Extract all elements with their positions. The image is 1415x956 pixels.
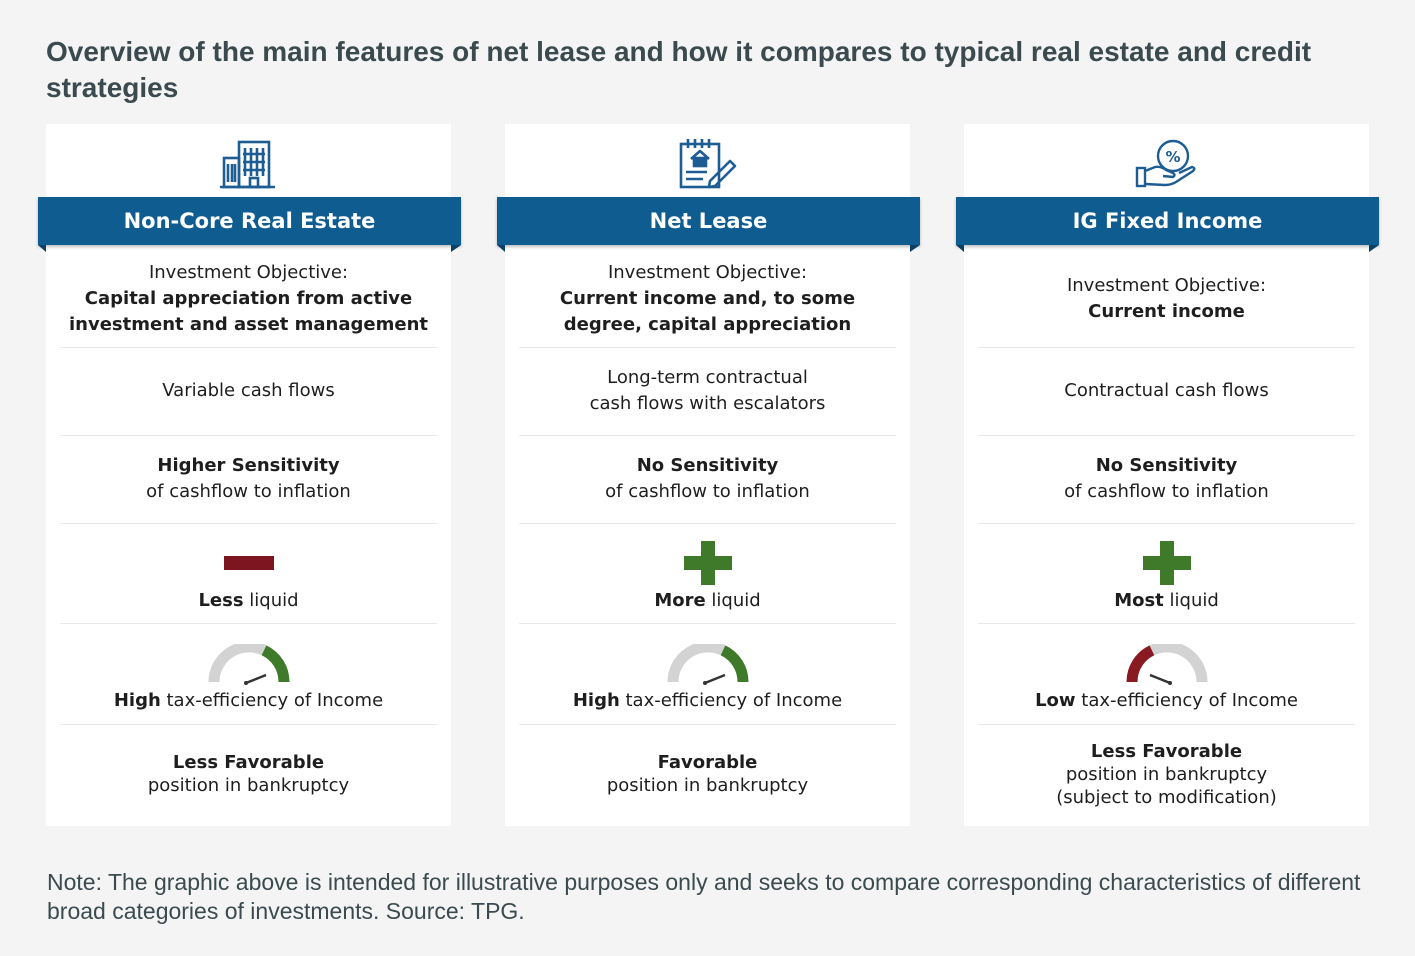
cashflow-line-2: cash flows with escalators	[589, 393, 826, 414]
row-divider	[60, 523, 437, 524]
svg-text:%: %	[1165, 148, 1180, 166]
objective-line-1: Capital appreciation from active	[84, 288, 413, 309]
column-header: IG Fixed Income	[956, 197, 1379, 252]
tax-level: High	[572, 690, 620, 711]
row-divider	[60, 347, 437, 348]
sensitivity-text: of cashflow to inflation	[1064, 481, 1269, 502]
page-title: Overview of the main features of net lea…	[46, 36, 1312, 103]
gauge-high-icon	[207, 644, 290, 685]
office-building-icon	[219, 140, 275, 189]
inflation-sensitivity: No Sensitivity of cashflow to inflation	[519, 436, 896, 522]
objective-label: Investment Objective:	[1066, 275, 1267, 296]
column-header: Net Lease	[497, 197, 920, 252]
row-divider	[978, 724, 1355, 725]
row-divider	[978, 435, 1355, 436]
liquidity-text: liquid	[711, 590, 761, 611]
investment-objective: Investment Objective: Capital appreciati…	[60, 252, 437, 346]
tax-text: tax-efficiency of Income	[1081, 690, 1298, 711]
liquidity-level: Most	[1114, 590, 1164, 611]
bankruptcy-level: Less Favorable	[172, 752, 325, 773]
liquidity-text: liquid	[1169, 590, 1219, 611]
row-divider	[978, 623, 1355, 624]
row-divider	[519, 435, 896, 436]
sensitivity-level: Higher Sensitivity	[157, 455, 340, 476]
sensitivity-text: of cashflow to inflation	[605, 481, 810, 502]
tax-text: tax-efficiency of Income	[625, 690, 843, 711]
liquidity: Less liquid	[60, 524, 437, 622]
objective-line-1: Current income	[1088, 301, 1245, 322]
row-divider	[60, 623, 437, 624]
liquidity-level: More	[654, 590, 706, 611]
bankruptcy-level: Favorable	[657, 752, 758, 773]
tax-level: High	[113, 690, 161, 711]
plus-icon	[683, 541, 732, 585]
tax-efficiency: High tax-efficiency of Income	[60, 624, 437, 723]
objective-line-2: investment and asset management	[69, 314, 428, 335]
row-divider	[519, 724, 896, 725]
bankruptcy-note: (subject to modification)	[1056, 786, 1277, 808]
cashflow-line-1: Contractual cash flows	[1064, 380, 1269, 401]
plus-icon	[1142, 541, 1191, 585]
objective-label: Investment Objective:	[148, 262, 349, 283]
tax-efficiency: High tax-efficiency of Income	[519, 624, 896, 723]
column-ig-fixed-income: % IG Fixed Income Investment Objective: …	[956, 124, 1379, 826]
gauge-low-icon	[1125, 644, 1208, 685]
footnote: Note: The graphic above is intended for …	[47, 869, 1361, 924]
liquidity: More liquid	[519, 524, 896, 622]
bankruptcy-text: position in bankruptcy	[147, 775, 350, 796]
objective-line-2: degree, capital appreciation	[563, 314, 852, 335]
row-divider	[519, 523, 896, 524]
sensitivity-level: No Sensitivity	[1095, 455, 1238, 476]
objective-label: Investment Objective:	[607, 262, 808, 283]
tax-efficiency: Low tax-efficiency of Income	[978, 624, 1355, 723]
bankruptcy-text: position in bankruptcy	[606, 775, 809, 796]
lease-document-icon	[679, 139, 736, 189]
row-divider	[60, 724, 437, 725]
tax-text: tax-efficiency of Income	[166, 690, 384, 711]
bankruptcy-position: Less Favorable position in bankruptcy (s…	[978, 725, 1355, 823]
sensitivity-text: of cashflow to inflation	[146, 481, 351, 502]
row-divider	[978, 347, 1355, 348]
inflation-sensitivity: No Sensitivity of cashflow to inflation	[978, 436, 1355, 522]
gauge-high-icon	[666, 644, 749, 685]
liquidity: Most liquid	[978, 524, 1355, 622]
objective-line-1: Current income and, to some	[559, 288, 856, 309]
cash-flows: Variable cash flows	[60, 348, 437, 434]
cashflow-line-1: Variable cash flows	[162, 380, 335, 401]
column-non-core-real-estate: Non-Core Real Estate Investment Objectiv…	[38, 124, 461, 826]
bankruptcy-position: Favorable position in bankruptcy	[519, 725, 896, 823]
row-divider	[519, 347, 896, 348]
bankruptcy-position: Less Favorable position in bankruptcy	[60, 725, 437, 823]
column-net-lease: Net Lease Investment Objective: Current …	[497, 124, 920, 826]
cashflow-line-1: Long-term contractual	[607, 367, 808, 388]
column-header: Non-Core Real Estate	[38, 197, 461, 252]
minus-icon	[223, 556, 274, 570]
inflation-sensitivity: Higher Sensitivity of cashflow to inflat…	[60, 436, 437, 522]
cash-flows: Contractual cash flows	[978, 348, 1355, 434]
sensitivity-level: No Sensitivity	[636, 455, 779, 476]
row-divider	[978, 523, 1355, 524]
tax-level: Low	[1035, 690, 1076, 711]
investment-objective: Investment Objective: Current income	[978, 252, 1355, 346]
cash-flows: Long-term contractual cash flows with es…	[519, 348, 896, 434]
bankruptcy-text: position in bankruptcy	[1065, 763, 1268, 785]
liquidity-level: Less	[198, 590, 244, 611]
bankruptcy-level: Less Favorable	[1090, 740, 1243, 762]
investment-objective: Investment Objective: Current income and…	[519, 252, 896, 346]
liquidity-text: liquid	[249, 590, 299, 611]
hand-percent-icon: %	[1135, 139, 1195, 188]
row-divider	[519, 623, 896, 624]
row-divider	[60, 435, 437, 436]
